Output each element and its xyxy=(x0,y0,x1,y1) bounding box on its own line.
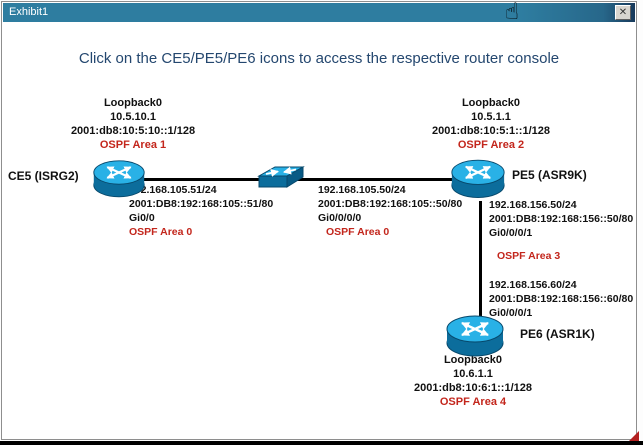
ce5-router-icon[interactable] xyxy=(92,155,146,204)
ce5-interface-ospf-area: OSPF Area 0 xyxy=(129,226,193,238)
ce5-loopback-ospf-area: OSPF Area 1 xyxy=(99,139,167,151)
instruction-heading: Click on the CE5/PE5/PE6 icons to access… xyxy=(78,50,560,67)
pe5-downlink-ipv4: 192.168.156.50/24 xyxy=(489,199,577,211)
pe5-loopback-name: Loopback0 xyxy=(461,97,521,109)
ce5-loopback-ipv6: 2001:db8:10:5:10::1/128 xyxy=(70,125,196,137)
link-pe5-pe6-line xyxy=(479,201,482,317)
pe5-lan-ipv4: 192.168.105.50/24 xyxy=(318,184,406,196)
pe6-loopback-block: Loopback0 10.6.1.1 2001:db8:10:6:1::1/12… xyxy=(373,353,573,409)
pe6-router-icon[interactable] xyxy=(444,310,506,363)
pe6-uplink-ipv4: 192.168.156.60/24 xyxy=(489,279,577,291)
pe5-lan-ospf-area: OSPF Area 0 xyxy=(326,226,390,238)
pe5-router-icon[interactable] xyxy=(450,154,506,205)
ce5-interface-ipv4: 192.168.105.51/24 xyxy=(129,184,217,196)
ce5-loopback-block: Loopback0 10.5.10.1 2001:db8:10:5:10::1/… xyxy=(33,96,233,152)
cursor-hand-icon: ☝ xyxy=(505,0,520,25)
pe6-loopback-ipv4: 10.6.1.1 xyxy=(453,368,493,380)
pe6-loopback-ospf-area: OSPF Area 4 xyxy=(439,396,507,408)
close-icon[interactable]: ✕ xyxy=(615,5,631,20)
pe5-downlink-interface-block: 192.168.156.50/24 2001:DB8:192:168:156::… xyxy=(489,198,633,263)
ce5-loopback-name: Loopback0 xyxy=(103,97,163,109)
ce5-interface-ipv6: 2001:DB8:192:168:105::51/80 xyxy=(129,198,274,210)
resize-grip[interactable] xyxy=(629,431,639,441)
pe5-downlink-interface-name: Gi0/0/0/1 xyxy=(489,227,533,239)
ce5-interface-name: Gi0/0 xyxy=(129,212,155,224)
pe5-downlink-ipv6: 2001:DB8:192:168:156::50/80 xyxy=(489,213,634,225)
pe6-label: PE6 (ASR1K) xyxy=(520,327,595,341)
pe5-loopback-ospf-area: OSPF Area 2 xyxy=(457,139,525,151)
pe6-loopback-ipv6: 2001:db8:10:6:1::1/128 xyxy=(413,382,532,394)
switch-icon xyxy=(257,160,305,199)
pe5-downlink-ospf-area: OSPF Area 3 xyxy=(497,250,561,262)
pe5-lan-interface-block: 192.168.105.50/24 2001:DB8:192:168:105::… xyxy=(318,183,462,239)
ce5-interface-block: 192.168.105.51/24 2001:DB8:192:168:105::… xyxy=(129,183,273,239)
pe5-lan-ipv6: 2001:DB8:192:168:105::50/80 xyxy=(318,198,463,210)
pe5-loopback-ipv4: 10.5.1.1 xyxy=(471,111,511,123)
pe6-uplink-ipv6: 2001:DB8:192:168:156::60/80 xyxy=(489,293,634,305)
pe5-loopback-ipv6: 2001:db8:10:5:1::1/128 xyxy=(431,125,550,137)
pe5-lan-interface-name: Gi0/0/0/0 xyxy=(318,212,362,224)
pe5-loopback-block: Loopback0 10.5.1.1 2001:db8:10:5:1::1/12… xyxy=(391,96,591,152)
title-bar[interactable]: Exhibit1 ✕ xyxy=(3,3,635,22)
pe6-uplink-interface-block: 192.168.156.60/24 2001:DB8:192:168:156::… xyxy=(489,278,633,320)
ce5-loopback-ipv4: 10.5.10.1 xyxy=(110,111,156,123)
screen-bottom-edge xyxy=(0,441,643,445)
window-title: Exhibit1 xyxy=(9,6,49,18)
pe5-label: PE5 (ASR9K) xyxy=(512,168,587,182)
ce5-label: CE5 (ISRG2) xyxy=(8,169,79,183)
pe6-loopback-name: Loopback0 xyxy=(443,354,503,366)
pe6-uplink-interface-name: Gi0/0/0/1 xyxy=(489,307,533,319)
